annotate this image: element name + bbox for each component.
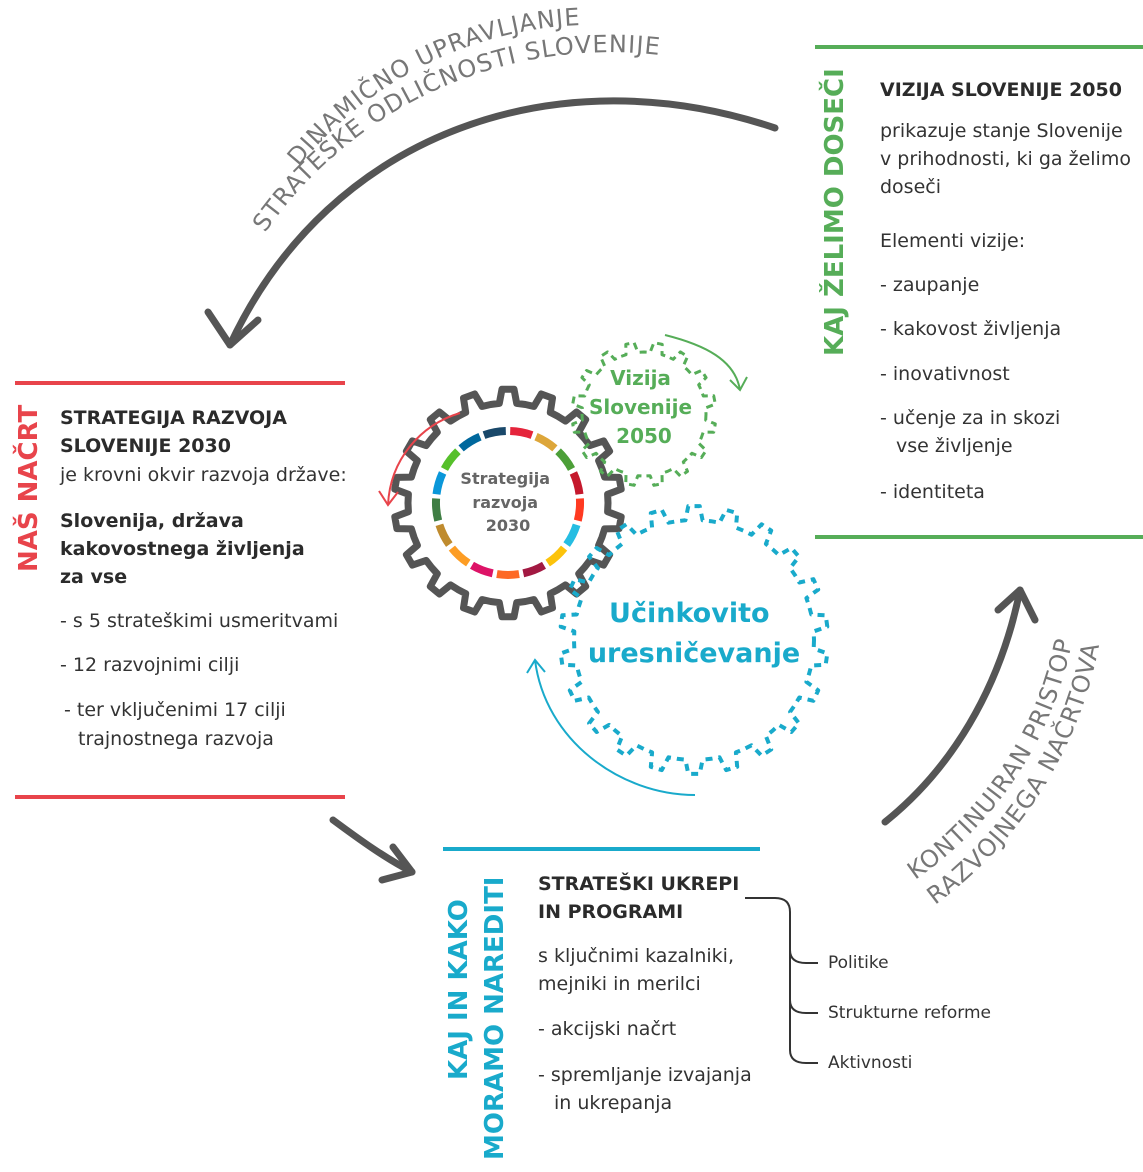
top-flow-arrowhead	[204, 308, 262, 349]
right-elements-label: Elementi vizije:	[880, 230, 1026, 252]
sdg-ring-segment	[563, 523, 581, 547]
red-cycle-arrowhead	[378, 490, 399, 507]
bottom-item: in ukrepanja	[554, 1092, 673, 1114]
left-item: - 12 razvojnimi cilji	[60, 654, 240, 676]
bottom-desc-line2: mejniki in merilci	[538, 973, 701, 995]
sdg-ring-segment	[482, 427, 507, 439]
right-item: - zaupanje	[880, 274, 980, 296]
sdg-color-ring	[431, 427, 585, 579]
right-vertical-label: KAJ ŽELIMO DOSEČI	[820, 68, 850, 356]
bottom-vertical-label-line2: MORAMO NAREDITI	[480, 876, 510, 1160]
sdg-ring-segment	[431, 498, 443, 522]
left-title-line2: SLOVENIJE 2030	[60, 435, 231, 457]
right-item: - inovativnost	[880, 363, 1010, 385]
right-flow-arrowhead	[994, 586, 1039, 624]
green-cycle-arrowhead	[729, 376, 748, 392]
left-item: - s 5 strateškimi usmeritvami	[60, 610, 339, 632]
top-flow-arrow	[226, 97, 779, 349]
left-bottom-flow-arrow	[329, 816, 416, 876]
right-title: VIZIJA SLOVENIJE 2050	[880, 79, 1122, 101]
strategy-gear	[391, 385, 625, 621]
right-desc-line2: v prihodnosti, ki ga želimo	[880, 148, 1131, 170]
vision-gear-label: Vizija Slovenije 2050	[589, 366, 699, 448]
branch-label-strukturne-reforme: Strukturne reforme	[828, 1003, 992, 1023]
sdg-ring-segment	[522, 561, 546, 578]
sdg-ring-segment	[573, 498, 585, 522]
implementation-gear-outline	[558, 504, 830, 776]
right-flow-arrow	[881, 586, 1024, 826]
right-desc-line3: doseči	[880, 176, 941, 198]
branch-label-aktivnosti: Aktivnosti	[828, 1053, 913, 1073]
branch-label-politike: Politike	[828, 953, 889, 973]
left-bottom-flow-arrowhead	[378, 843, 416, 884]
bottom-vertical-label-line1: KAJ IN KAKO	[444, 899, 474, 1080]
sdg-ring-segment	[555, 448, 576, 472]
red-cycle-arrow	[387, 412, 461, 506]
left-subtitle: je krovni okvir razvoja države:	[60, 464, 347, 486]
sdg-ring-segment	[470, 561, 494, 578]
branch-bracket	[745, 897, 818, 1064]
bottom-item: - akcijski načrt	[538, 1018, 677, 1040]
bottom-item: - spremljanje izvajanja	[538, 1064, 752, 1086]
right-item: vse življenje	[896, 435, 1013, 457]
left-motto-line3: za vse	[60, 566, 128, 588]
left-motto-line2: kakovostnega življenja	[60, 538, 305, 560]
vision-gear-outline	[571, 341, 717, 487]
strategy-gear-label: Strategija razvoja 2030	[460, 469, 555, 535]
sdg-ring-segment	[440, 448, 461, 472]
sdg-ring-segment	[569, 471, 584, 495]
right-item: - učenje za in skozi	[880, 407, 1061, 429]
right-desc-line1: prikazuje stanje Slovenije	[880, 120, 1123, 142]
right-item: - kakovost življenja	[880, 318, 1062, 340]
implementation-gear-label: Učinkovito uresničevanje	[588, 598, 800, 669]
bottom-title-line2: IN PROGRAMI	[538, 901, 684, 923]
sdg-ring-segment	[509, 427, 534, 439]
sdg-ring-segment	[545, 545, 568, 567]
left-motto-line1: Slovenija, država	[60, 510, 244, 532]
right-item: - identiteta	[880, 481, 985, 503]
vision-gear	[571, 341, 717, 487]
sdg-ring-segment	[458, 433, 482, 452]
left-item: trajnostnega razvoja	[78, 728, 274, 750]
cyan-cycle-arrow	[534, 659, 696, 796]
sdg-ring-segment	[448, 545, 471, 567]
sdg-ring-segment	[534, 433, 558, 452]
left-item: - ter vključenimi 17 cilji	[64, 699, 286, 721]
green-cycle-arrow	[664, 334, 741, 391]
bottom-title-line1: STRATEŠKI UKREPI	[538, 873, 740, 895]
bottom-desc-line1: s ključnimi kazalniki,	[538, 945, 734, 967]
strategy-gear-outline	[391, 385, 625, 621]
cyan-cycle-arrowhead	[526, 658, 546, 674]
implementation-gear	[558, 504, 830, 776]
sdg-ring-segment	[432, 471, 447, 495]
sdg-ring-segment	[435, 523, 453, 547]
sdg-ring-segment	[496, 570, 520, 579]
left-title-line1: STRATEGIJA RAZVOJA	[60, 407, 287, 429]
left-vertical-label: NAŠ NAČRT	[14, 404, 44, 572]
